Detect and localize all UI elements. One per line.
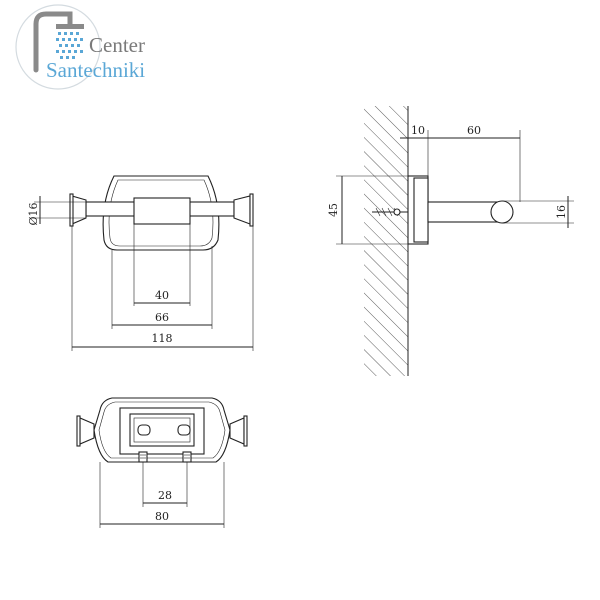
brand-logo: Center Santechniki (15, 4, 145, 90)
rear-right-end-tip (243, 415, 248, 447)
dim-side-bar: 16 (555, 205, 568, 219)
rear-screw-right-icon (182, 451, 192, 463)
front-right-end-tip (249, 193, 254, 227)
logo-ring (15, 4, 101, 90)
screw-icon (372, 207, 408, 217)
dim-front-diameter: Ø16 (27, 202, 40, 225)
front-view: Ø16 40 66 118 (27, 175, 254, 351)
front-right-end-cap (233, 195, 251, 225)
rear-right-end-cap (229, 417, 245, 445)
water-drops-icon (56, 32, 83, 59)
shower-head-icon (56, 24, 84, 29)
dim-rear-plate: 80 (155, 510, 169, 523)
rear-left-end-cap (79, 417, 95, 445)
shower-pipe-icon (33, 11, 73, 73)
rear-plate-inner (98, 401, 226, 459)
logo-text-center: Center (89, 33, 145, 57)
logo-text-santechniki: Santechniki (46, 58, 145, 82)
dim-rear-holes: 28 (158, 489, 172, 502)
dim-front-inner: 40 (155, 289, 169, 302)
dim-front-plate: 66 (155, 311, 169, 324)
side-view: 10 60 45 16 (327, 106, 574, 376)
bottom-view: 28 80 (76, 397, 248, 528)
front-center-clamp (133, 197, 191, 225)
side-flange-front (413, 177, 429, 243)
front-left-end-cap (71, 195, 87, 225)
dim-side-height: 45 (327, 203, 340, 217)
side-bar-end (490, 200, 514, 224)
rear-slot-right (177, 424, 191, 436)
rear-left-end-tip (76, 415, 81, 447)
rear-screw-left-icon (138, 451, 148, 463)
rear-slot-left (137, 424, 151, 436)
dim-side-plate: 10 (411, 124, 425, 137)
front-left-end-tip (69, 193, 74, 227)
dim-front-total: 118 (152, 332, 173, 345)
wall-hatch (364, 106, 408, 376)
dim-side-projection: 60 (467, 124, 481, 137)
